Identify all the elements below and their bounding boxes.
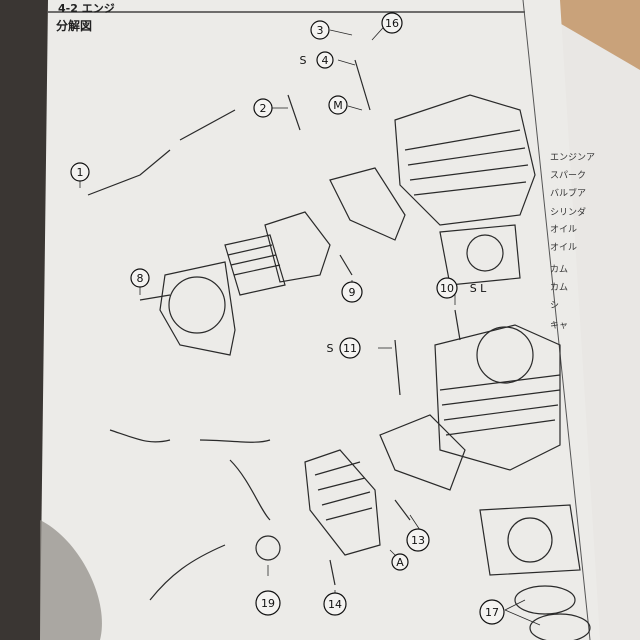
callout-3-label: 3 [317, 24, 324, 37]
callout-8-label: 8 [137, 272, 144, 285]
callout-11-label: 11 [343, 342, 357, 355]
callout-13-circle [406, 528, 430, 552]
callout-17-label: 17 [485, 606, 499, 619]
cylinder-bolt [394, 339, 401, 396]
callout-13-label: 13 [411, 534, 425, 547]
gasket-bore [466, 234, 504, 272]
toc-item: カム [550, 265, 569, 275]
spark-plug [287, 94, 301, 131]
page-edge [522, 0, 591, 640]
manual-page [40, 0, 600, 640]
breather-hose [109, 429, 271, 443]
callout-10-prefix: S L [470, 282, 487, 295]
plate-bolt [329, 559, 336, 586]
stud-bolt [179, 109, 236, 141]
head-fins [404, 129, 529, 196]
callout-14-circle [323, 592, 347, 616]
toc-item: エンジンア [550, 153, 596, 163]
callout-3-circle [310, 20, 330, 40]
callout-m-circle [328, 95, 348, 115]
cylinder-head [394, 94, 536, 226]
head-gasket [439, 224, 521, 286]
head-bolt [354, 59, 371, 111]
o-ring-lower [529, 613, 591, 640]
callout-2-label: 2 [260, 102, 267, 115]
cover-bolt [339, 254, 353, 276]
toc-item: シリンダ [550, 208, 587, 218]
shadow [40, 520, 102, 640]
callout-1-label: 1 [77, 166, 84, 179]
base-gasket [479, 504, 581, 576]
callout-10-circle [436, 277, 458, 299]
vacuum-hose [229, 459, 271, 521]
cover-gasket [329, 167, 406, 241]
cylinder [434, 324, 561, 471]
fan-cover-bolt [139, 294, 171, 301]
long-bolt [454, 309, 461, 341]
callout-10-label: 10 [440, 282, 454, 295]
reed-bolt [394, 499, 411, 521]
toc-item: カム [550, 283, 569, 293]
callout-11-prefix: S [327, 342, 334, 355]
housing [264, 211, 331, 283]
fan-cover-opening [168, 276, 226, 334]
callout-a-label: A [396, 556, 404, 569]
return-hose [149, 544, 226, 601]
callout-2-circle [253, 98, 273, 118]
toc-item: スパーク [550, 171, 587, 181]
callout-14-label: 14 [328, 598, 342, 611]
toc-item: オイル [550, 243, 578, 253]
intake-plate-ribs [314, 461, 373, 521]
cylinder-fins [439, 374, 561, 436]
bracket [87, 149, 171, 196]
callout-8-circle [130, 268, 150, 288]
reed-valve [379, 414, 466, 491]
callout-11-circle [339, 337, 361, 359]
callout-16-label: 16 [385, 17, 399, 30]
callout-9-circle [341, 281, 363, 303]
callout-4-prefix: S [300, 54, 307, 67]
callout-19-label: 19 [261, 597, 275, 610]
callout-16-circle [381, 12, 403, 34]
fan-cover [159, 261, 236, 356]
callout-a-circle [391, 553, 409, 571]
callout-4-label: 4 [322, 54, 329, 67]
o-ring-upper [514, 585, 576, 615]
callout-17-circle [479, 599, 505, 625]
callout-m-label: M [333, 99, 343, 112]
oil-pump [255, 535, 281, 561]
base-gasket-bore [507, 517, 553, 563]
toc-item: バルブア [550, 189, 587, 199]
toc-item: シ [550, 301, 560, 311]
callout-1-circle [70, 162, 90, 182]
heat-sink-fins [227, 244, 281, 276]
callout-9-label: 9 [349, 286, 356, 299]
intake-plate [304, 449, 381, 556]
callout-4-circle [316, 51, 334, 69]
section-title: 4-2 エンジ [58, 2, 115, 15]
cylinder-bore [476, 326, 534, 384]
toc-item: オイル [550, 225, 578, 235]
callout-19-circle [255, 590, 281, 616]
toc-item: キャ [550, 321, 569, 331]
section-subtitle: 分解図 [56, 19, 93, 33]
heat-sink [224, 234, 286, 296]
